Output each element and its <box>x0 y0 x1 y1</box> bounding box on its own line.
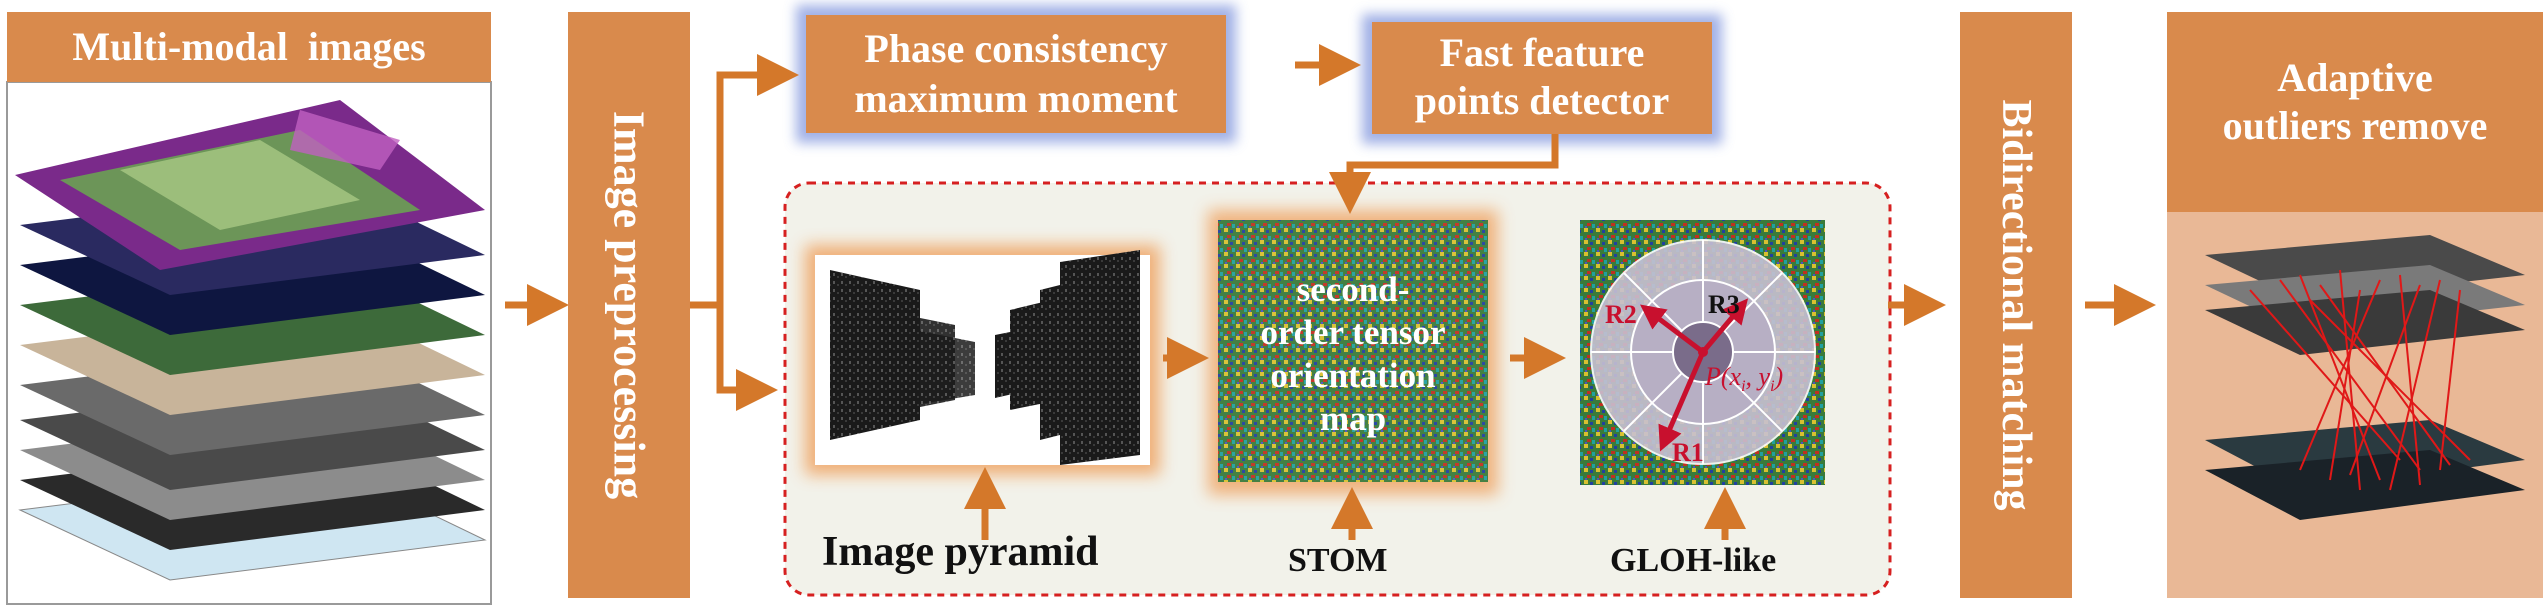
fast-box: Fast feature points detector <box>1372 22 1712 134</box>
stom-map-line1: second- <box>1296 270 1410 309</box>
gloh-label: GLOH-like <box>1610 542 1777 579</box>
gloh-r1: R1 <box>1672 438 1704 467</box>
pcmm-line2: maximum moment <box>854 76 1178 121</box>
stom-label: STOM <box>1288 542 1388 579</box>
input-title-box: Multi-modal images <box>7 12 491 82</box>
outliers-line2: outliers remove <box>2222 103 2488 148</box>
bidirectional-box: Bidirectional matching <box>1960 12 2072 598</box>
gloh-r3: R3 <box>1708 290 1740 319</box>
outliers-line1: Adaptive <box>2277 55 2433 100</box>
flow-arrows <box>505 44 2156 540</box>
image-stack <box>15 100 487 581</box>
gloh-rings <box>1590 239 1816 465</box>
bidirectional-label: Bidirectional matching <box>1993 99 2039 511</box>
pyramid-images <box>830 250 1140 465</box>
gloh-point-label: P(xi, yi) <box>1705 362 1783 396</box>
fast-line2: points detector <box>1414 78 1670 123</box>
stom-map-text: second- order tensor orientation map <box>1218 268 1488 440</box>
fast-line1: Fast feature <box>1439 30 1645 75</box>
gloh-sub-i1: i <box>1741 378 1746 396</box>
pcmm-line1: Phase consistency <box>864 26 1168 71</box>
gloh-sub-i2: i <box>1770 378 1775 396</box>
preprocess-box: Image preprocessing <box>568 12 690 598</box>
gloh-point-y: , y <box>1745 362 1771 391</box>
preprocess-label: Image preprocessing <box>604 110 654 500</box>
pyramid-label: Image pyramid <box>822 529 1099 575</box>
stom-map-line4: map <box>1319 399 1387 438</box>
stom-map-line2: order tensor <box>1260 313 1446 352</box>
input-title: Multi-modal images <box>72 24 426 69</box>
pcmm-box: Phase consistency maximum moment <box>806 15 1226 133</box>
gloh-point-close: ) <box>1774 362 1784 391</box>
gloh-r2: R2 <box>1605 300 1637 329</box>
stom-map <box>1218 220 1488 482</box>
stom-map-line3: orientation <box>1270 356 1436 395</box>
outliers-title: Adaptive outliers remove <box>2167 54 2543 150</box>
gloh-point-p: P(x <box>1705 362 1742 391</box>
outliers-box: Adaptive outliers remove <box>2167 12 2543 598</box>
